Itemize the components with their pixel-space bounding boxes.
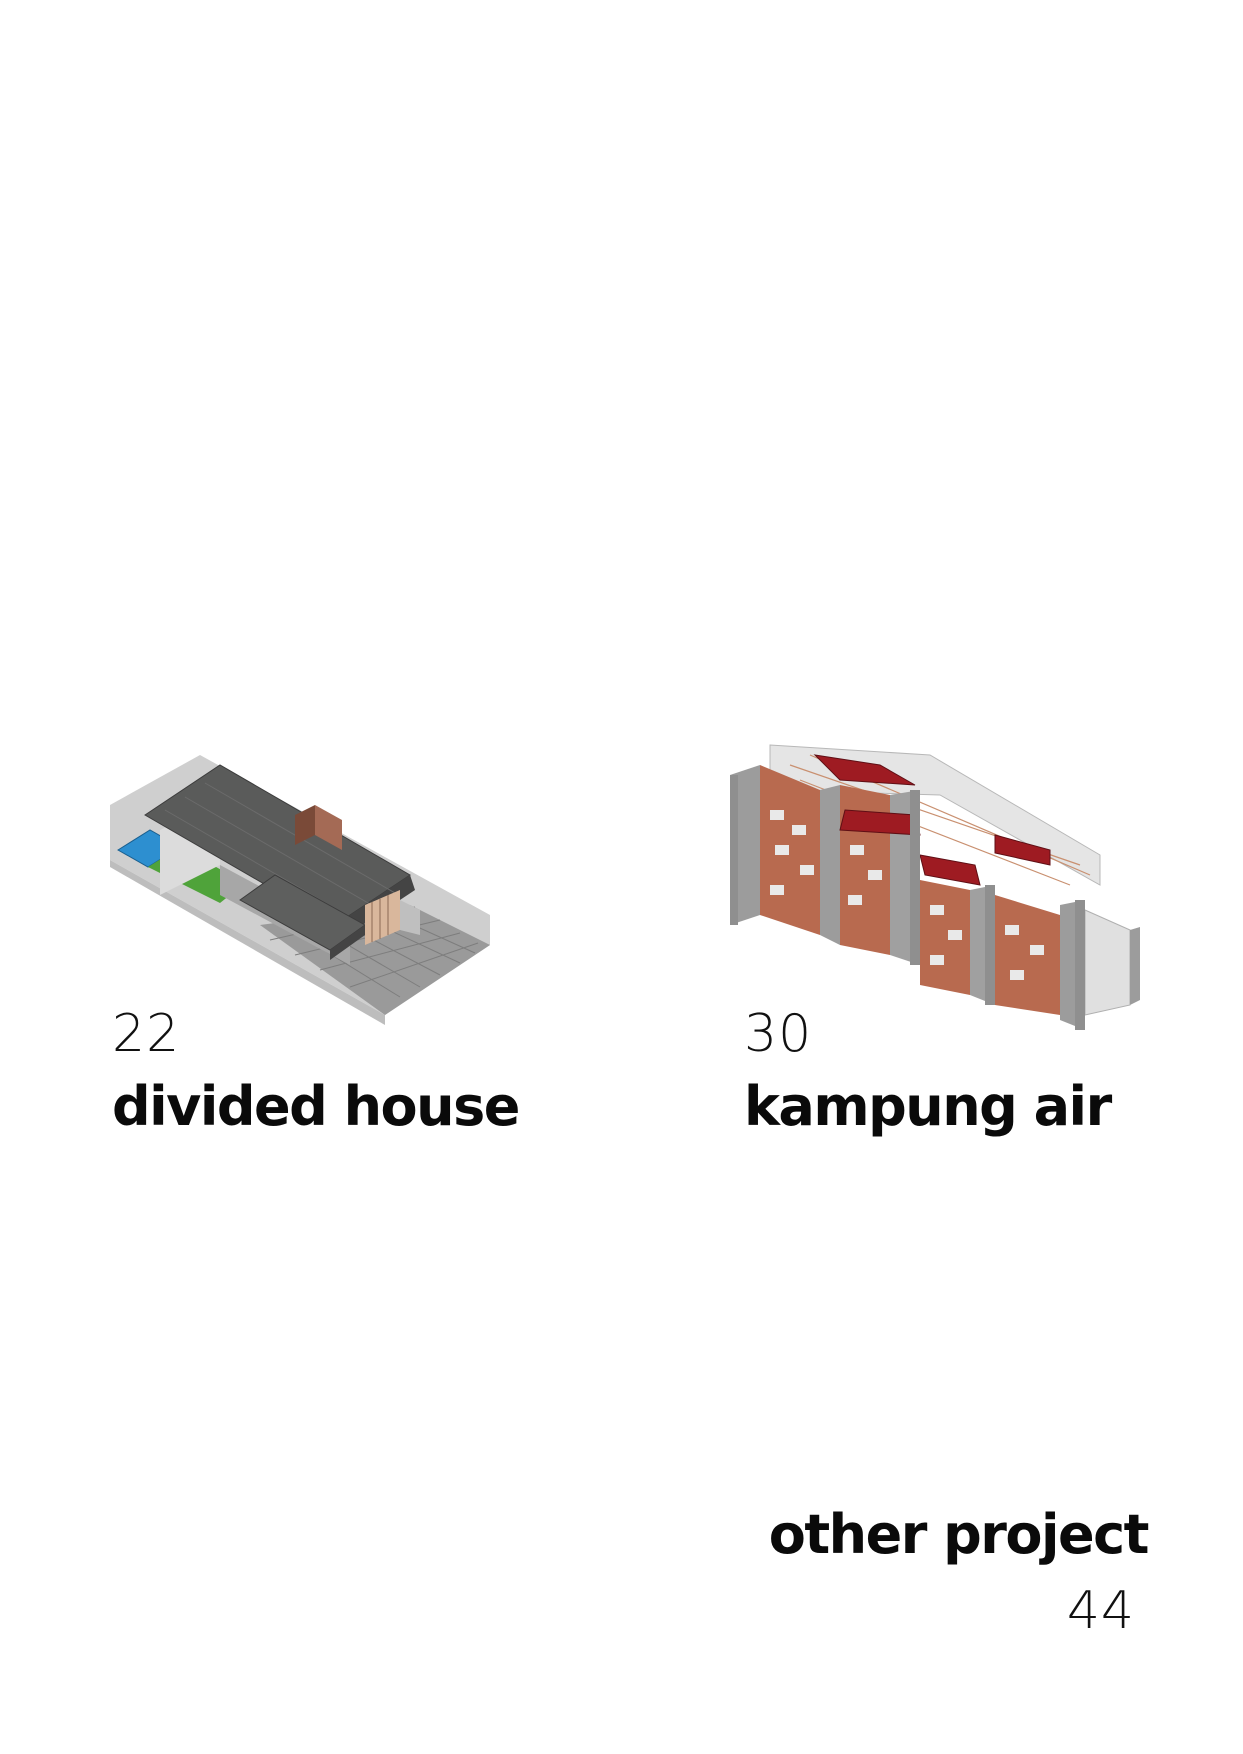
project-number: 22 [112,1004,181,1064]
project-title[interactable]: kampung air [744,1075,1112,1138]
project-number: 30 [744,1004,813,1064]
kampung-air-illustration [730,744,1140,1030]
divided-house-illustration [110,755,490,1025]
project-title[interactable]: divided house [112,1075,520,1138]
other-project-title[interactable]: other project [768,1503,1150,1566]
other-project-number: 44 [1066,1581,1135,1641]
